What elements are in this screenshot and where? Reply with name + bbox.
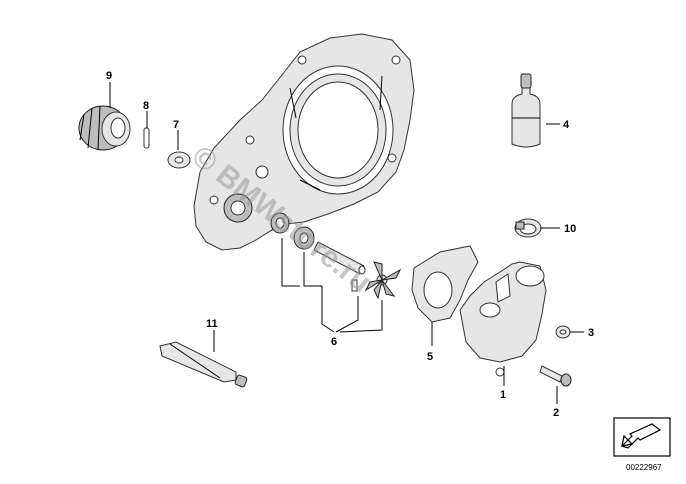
pump-shaft: [313, 241, 366, 275]
leader-lines: [109, 82, 584, 404]
impeller: [364, 261, 402, 300]
nav-arrow-box[interactable]: [613, 417, 671, 457]
shaft-key: [351, 279, 358, 292]
pump-housing: [459, 261, 547, 377]
paste-tube: [159, 341, 248, 388]
gasket: [411, 245, 479, 323]
callout-5: 5: [427, 351, 433, 363]
hose-clamp: [514, 218, 542, 238]
screw: [539, 365, 572, 387]
callout-labels: 9 8 7 4 10 3 6 5 1 2 11: [106, 70, 594, 419]
leader-lines-6: [281, 238, 383, 333]
callout-2: 2: [553, 407, 559, 419]
pin: [143, 127, 150, 149]
callout-3: 3: [588, 327, 594, 339]
bearing-left: [270, 212, 290, 234]
callout-7: 7: [173, 119, 179, 131]
gear-wheel: [78, 105, 131, 151]
callout-4: 4: [563, 119, 570, 131]
fluid-bottle: [511, 73, 541, 148]
image-number: 00222967: [626, 463, 662, 472]
callout-10: 10: [564, 223, 576, 235]
bearing-right: [293, 226, 315, 250]
callout-9: 9: [106, 70, 112, 82]
washer: [167, 151, 191, 169]
callout-1: 1: [500, 389, 506, 401]
arrow-icon: [620, 423, 662, 449]
callout-6: 6: [331, 336, 337, 348]
callout-11: 11: [206, 318, 218, 330]
callout-8: 8: [143, 100, 149, 112]
engine-housing-cover: [193, 33, 415, 251]
sealing-washer: [555, 325, 571, 339]
